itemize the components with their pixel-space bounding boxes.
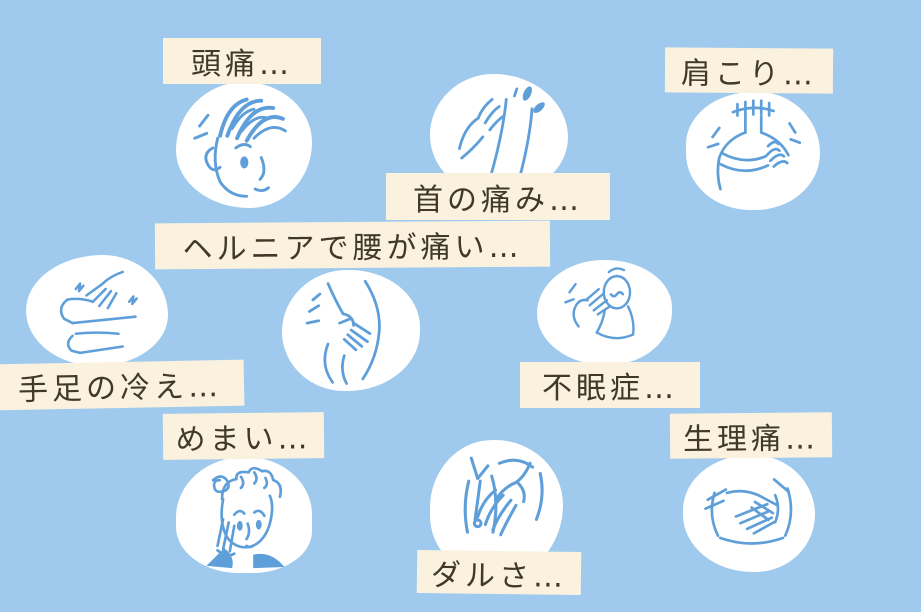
dizziness-icon: [206, 467, 285, 569]
ailment-label-cold-hands-feet: 手足の冷え…: [0, 359, 245, 411]
cold-hands-feet-icon: [59, 270, 138, 355]
fatigue-icon: [463, 456, 544, 537]
stiff-shoulder-illustration: [686, 92, 820, 210]
ailment-label-hernia-back-pain: ヘルニアで腰が痛い…: [154, 220, 551, 270]
lower-back-pain-illustration: [282, 270, 420, 391]
cold-hands-feet-illustration: [26, 255, 168, 366]
ailment-label-insomnia: 不眠症…: [520, 362, 700, 408]
dizziness-illustration: [176, 457, 312, 573]
headache-illustration: [176, 82, 312, 208]
menstrual-pain-illustration: [683, 455, 815, 572]
headache-face-icon: [192, 97, 287, 198]
insomnia-illustration: [537, 260, 672, 365]
menstrual-pain-icon: [703, 478, 792, 546]
ailment-label-dizziness: めまい…: [162, 412, 325, 460]
stiff-shoulder-icon: [706, 99, 801, 191]
ailment-label-menstrual-pain: 生理痛…: [669, 412, 833, 459]
ailment-label-fatigue: ダルさ…: [416, 549, 582, 596]
ailment-label-headache: 頭痛…: [163, 38, 321, 84]
lower-back-pain-icon: [305, 280, 381, 386]
ailment-label-neck-pain: 首の痛み…: [386, 173, 610, 220]
ailment-label-stiff-shoulders: 肩こり…: [664, 47, 834, 94]
insomnia-icon: [563, 267, 635, 340]
